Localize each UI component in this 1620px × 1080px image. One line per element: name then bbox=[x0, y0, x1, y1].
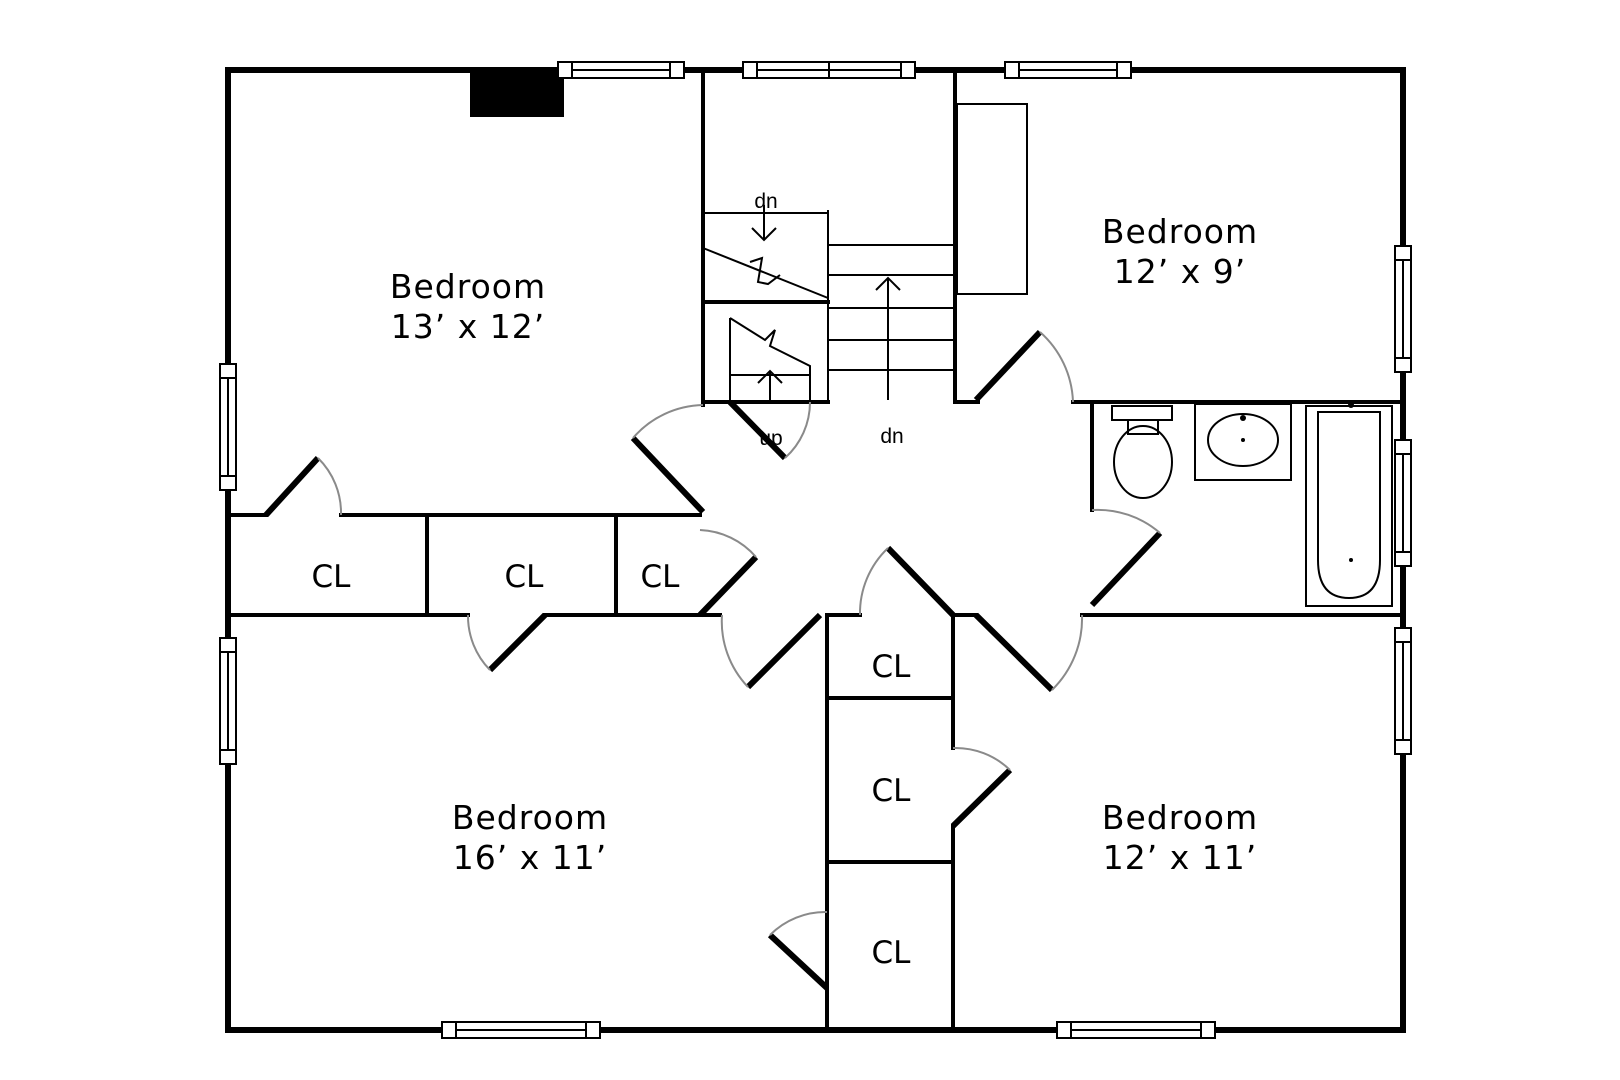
door-bathroom bbox=[1089, 508, 1163, 608]
door-stair-up bbox=[727, 399, 812, 461]
room-name-bedroom4: Bedroom bbox=[1102, 798, 1258, 837]
stairs bbox=[701, 205, 955, 404]
door-bedroom3 bbox=[720, 612, 823, 690]
room-size-bedroom4: 12’ x 11’ bbox=[1103, 838, 1257, 877]
chimney bbox=[470, 72, 564, 117]
door-closet-4 bbox=[950, 746, 1013, 829]
room-size-bedroom2: 12’ x 9’ bbox=[1114, 252, 1246, 291]
wardrobe bbox=[956, 103, 1028, 295]
sink bbox=[1194, 403, 1292, 481]
stair-label-dn-lower: dn bbox=[880, 425, 903, 448]
window-bottom-1 bbox=[441, 1021, 601, 1039]
window-top-3 bbox=[1004, 61, 1132, 79]
window-top-2 bbox=[742, 61, 916, 79]
closet-label: CL bbox=[872, 649, 912, 685]
toilet bbox=[1111, 405, 1173, 499]
room-size-bedroom3: 16’ x 11’ bbox=[453, 838, 607, 877]
interior-walls bbox=[228, 70, 1403, 1030]
door-bedroom4 bbox=[973, 612, 1084, 693]
door-closet-3 bbox=[858, 545, 956, 618]
stair-label-up: up bbox=[759, 427, 782, 450]
room-name-bedroom1: Bedroom bbox=[390, 267, 546, 306]
room-name-bedroom2: Bedroom bbox=[1102, 212, 1258, 251]
window-right-2 bbox=[1394, 439, 1412, 567]
window-right-3 bbox=[1394, 627, 1412, 755]
closet-label: CL bbox=[872, 773, 912, 809]
window-left-2 bbox=[219, 637, 237, 765]
room-size-bedroom1: 13’ x 12’ bbox=[391, 307, 545, 346]
window-left-1 bbox=[219, 363, 237, 491]
door-bedroom2 bbox=[973, 329, 1074, 403]
window-right-1 bbox=[1394, 245, 1412, 373]
closet-label: CL bbox=[505, 559, 545, 595]
closet-label: CL bbox=[312, 559, 352, 595]
window-top-1 bbox=[557, 61, 685, 79]
closet-label: CL bbox=[641, 559, 681, 595]
door-closet-1 bbox=[466, 612, 548, 673]
window-bottom-2 bbox=[1056, 1021, 1216, 1039]
door-closet-5 bbox=[767, 910, 830, 991]
door-bedroom1-hall bbox=[630, 404, 706, 515]
bathtub bbox=[1305, 402, 1393, 607]
door-closet-2 bbox=[697, 529, 759, 618]
room-name-bedroom3: Bedroom bbox=[452, 798, 608, 837]
door-bedroom1 bbox=[263, 455, 343, 518]
closet-label: CL bbox=[872, 935, 912, 971]
stair-label-dn-upper: dn bbox=[754, 190, 777, 213]
